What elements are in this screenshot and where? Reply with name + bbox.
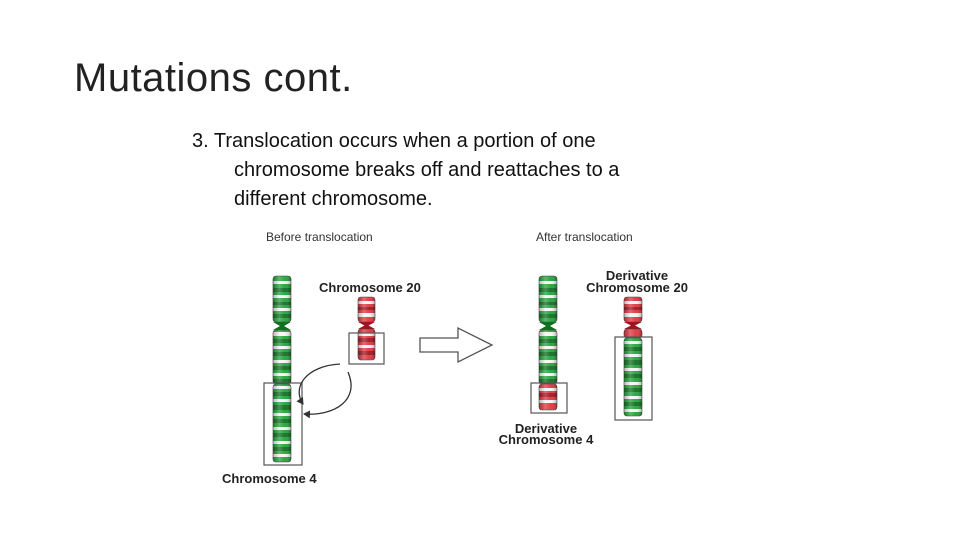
chromosome-shading <box>539 384 557 410</box>
chromosome-4-label: Chromosome 4 <box>222 471 317 486</box>
chromosome-outline <box>357 328 376 361</box>
bullet-line-1: 3. Translocation occurs when a portion o… <box>192 130 596 152</box>
swap-arrow-to-chr20 <box>303 371 352 419</box>
der20-segment-box <box>614 336 653 421</box>
before-caption: Before translocation <box>266 230 373 244</box>
chromosome-20-before <box>357 296 376 361</box>
after-caption: After translocation <box>536 230 633 244</box>
bullet-text: 3. Translocation occurs when a portion o… <box>192 127 732 214</box>
derivative-chromosome-4 <box>538 275 558 411</box>
derivative-4-label-line1: Derivative <box>515 421 577 436</box>
chromosome-shading <box>539 330 557 384</box>
centromere <box>273 322 291 330</box>
chromosome-shading <box>358 329 375 360</box>
chromosome-shading <box>273 276 291 322</box>
chr4-segment-box <box>263 382 303 466</box>
swap-arrow-to-chr4 <box>296 363 341 405</box>
chromosome-outline <box>272 383 292 463</box>
derivative-chromosome-20 <box>623 296 643 417</box>
bullet-line-2: chromosome breaks off and reattaches to … <box>234 159 620 181</box>
derivative-20-label-line2: Chromosome 20 <box>586 280 688 295</box>
der4-segment-box <box>530 382 568 414</box>
transition-arrow-icon <box>419 326 494 364</box>
centromere <box>358 322 375 329</box>
chromosome-outline <box>538 383 558 411</box>
bullet-line-3: different chromosome. <box>234 188 433 210</box>
chromosome-20-label: Chromosome 20 <box>319 280 421 295</box>
chromosome-shading <box>624 329 642 338</box>
derivative-4-label-line2: Chromosome 4 <box>499 432 594 447</box>
chromosome-4-before <box>272 275 292 463</box>
chromosome-shading <box>539 276 557 322</box>
centromere <box>539 322 557 330</box>
chromosome-shading <box>273 330 291 384</box>
derivative-20-label-line1: Derivative <box>606 268 668 283</box>
chromosome-shading <box>624 297 642 322</box>
chr20-segment-box <box>348 332 385 365</box>
centromere <box>624 322 642 329</box>
chromosome-outline <box>623 337 643 417</box>
chromosome-shading <box>358 297 375 322</box>
slide-title: Mutations cont. <box>74 56 353 100</box>
chromosome-shading <box>624 338 642 416</box>
chromosome-shading <box>273 384 291 462</box>
